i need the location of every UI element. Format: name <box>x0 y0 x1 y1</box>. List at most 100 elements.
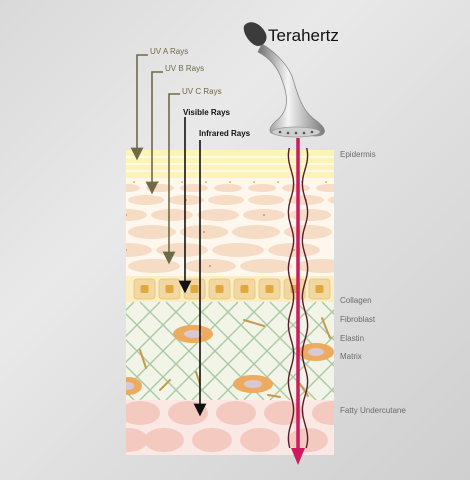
skin-cell <box>214 184 242 192</box>
elastin-line <box>191 301 291 401</box>
skin-cell <box>126 209 147 221</box>
fat-cell <box>192 428 232 452</box>
skin-cell <box>151 209 193 221</box>
fat-cell <box>144 428 184 452</box>
infrared-label: Infrared Rays <box>199 129 251 138</box>
collagen-fiber <box>267 394 281 398</box>
skin-cell <box>72 259 124 273</box>
fibroblast-nucleus <box>126 381 135 391</box>
collagen-core <box>190 285 199 293</box>
elastin-line <box>10 302 108 400</box>
matrix-label: Matrix <box>340 352 362 361</box>
skin-cell <box>126 243 152 257</box>
skin-cell <box>88 195 124 205</box>
fibroblast-label: Fibroblast <box>340 315 376 324</box>
collagen-core <box>140 285 149 293</box>
elastin-label: Elastin <box>340 334 365 343</box>
elastin-line <box>374 302 470 400</box>
elastin-line <box>374 302 470 400</box>
skin-cell <box>44 243 96 257</box>
collagen-fiber <box>299 383 309 397</box>
skin-cell <box>59 209 101 221</box>
collagen-core <box>265 285 274 293</box>
elastin-line <box>0 302 56 400</box>
fat-cell <box>240 428 280 452</box>
skin-cell <box>232 225 280 239</box>
elastin-line <box>0 302 56 400</box>
skin-cell <box>296 259 334 273</box>
elastin-line <box>0 302 82 400</box>
visible-label: Visible Rays <box>183 108 230 117</box>
terahertz-wave-right <box>301 147 309 449</box>
cell-dot <box>229 181 231 183</box>
elastin-line <box>0 302 30 400</box>
fat-cell <box>126 428 148 452</box>
elastin-line <box>126 301 135 311</box>
fibroblast-nucleus <box>244 379 262 389</box>
elastin-line <box>10 302 108 400</box>
collagen-core <box>215 285 224 293</box>
skin-cell <box>328 196 334 204</box>
fibroblast-nucleus <box>307 347 325 357</box>
fat-cells <box>126 401 334 452</box>
collagen-fiber <box>243 319 265 327</box>
collagen-fiber <box>139 349 147 369</box>
elastin-line <box>126 365 161 401</box>
elastin-line <box>0 302 82 400</box>
elastin-line <box>126 301 187 363</box>
skin-cell <box>128 225 176 239</box>
collagen-fiber <box>159 379 171 391</box>
terahertz-title: Terahertz <box>268 26 339 45</box>
cell-dot <box>181 181 183 183</box>
fat-cell <box>216 401 256 425</box>
elastin-line <box>126 391 135 401</box>
elastin-line <box>165 301 265 401</box>
terahertz-arrowhead <box>291 448 305 465</box>
skin-cell <box>208 195 244 205</box>
elastin-line <box>0 302 30 400</box>
fibroblast-nucleus <box>184 329 202 339</box>
skin-cell <box>289 209 331 221</box>
skin-cell <box>128 259 180 273</box>
skin-cell <box>316 184 334 192</box>
elastin-line <box>0 302 4 400</box>
skin-cell <box>78 184 106 192</box>
cell-nucleus <box>209 265 211 267</box>
cell-nucleus <box>293 249 295 251</box>
cell-dot <box>277 181 279 183</box>
skin-cell <box>248 184 276 192</box>
uvb-label: UV B Rays <box>165 64 205 73</box>
cell-dot <box>325 181 327 183</box>
fibroblast-cells <box>126 325 334 395</box>
skin-cell <box>212 243 264 257</box>
skin-cell <box>126 184 140 192</box>
skin-cell <box>240 259 292 273</box>
fat-cell <box>312 401 334 425</box>
cell-dot <box>205 181 207 183</box>
collagen-label: Collagen <box>340 296 372 305</box>
skin-cell <box>284 225 332 239</box>
cell-nucleus <box>203 231 205 233</box>
fat-cell <box>126 401 160 425</box>
cell-nucleus <box>126 214 127 216</box>
collagen-core <box>240 285 249 293</box>
skin-cell <box>248 195 284 205</box>
elastin-line <box>126 301 161 337</box>
fatty-undercutane-label: Fatty Undercutane <box>340 406 406 415</box>
uvc-arrow <box>162 93 180 265</box>
uva-label: UV A Rays <box>150 47 189 56</box>
skin-cell <box>180 184 208 192</box>
terahertz-wave-left <box>287 147 295 449</box>
terahertz-wand-icon <box>243 22 325 138</box>
cell-dot <box>133 181 135 183</box>
epidermis-label: Epidermis <box>340 150 376 159</box>
cell-dot <box>253 181 255 183</box>
elastin-line <box>295 301 334 341</box>
skin-cell <box>76 225 124 239</box>
cell-nucleus <box>263 214 265 216</box>
skin-cell <box>128 195 164 205</box>
collagen-fiber <box>321 317 331 339</box>
elastin-line <box>295 361 334 401</box>
skin-cell <box>282 184 310 192</box>
